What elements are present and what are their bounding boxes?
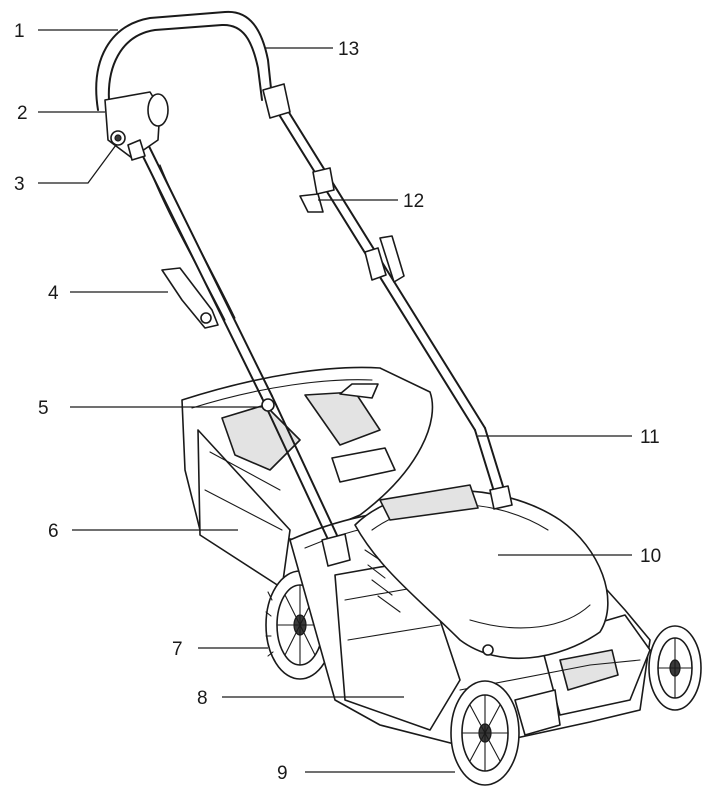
switch-box	[104, 91, 169, 161]
callout-label-4: 4	[48, 283, 59, 304]
front-wheel-left	[450, 680, 520, 786]
callout-label-12: 12	[403, 191, 424, 212]
grass-box	[181, 366, 434, 589]
callout-label-7: 7	[172, 639, 183, 660]
callout-labels: 1 2 3 4 5 6 7 8 9 10 11 12 13	[14, 21, 661, 784]
upper-handle	[95, 10, 486, 431]
callout-label-11: 11	[640, 427, 660, 448]
callout-label-2: 2	[17, 103, 28, 124]
handle-clamp-lever	[161, 267, 219, 329]
callout-label-3: 3	[14, 174, 25, 195]
callout-label-1: 1	[14, 21, 25, 42]
front-wheel-right	[648, 625, 702, 711]
motor-cover	[354, 484, 609, 659]
leader-lines	[38, 29, 632, 773]
callout-label-10: 10	[640, 546, 661, 567]
callout-label-5: 5	[38, 398, 49, 419]
lower-handle	[261, 395, 513, 567]
callout-label-13: 13	[338, 39, 359, 60]
callout-label-8: 8	[197, 688, 208, 709]
callout-label-9: 9	[277, 763, 288, 784]
callout-label-6: 6	[48, 521, 59, 542]
